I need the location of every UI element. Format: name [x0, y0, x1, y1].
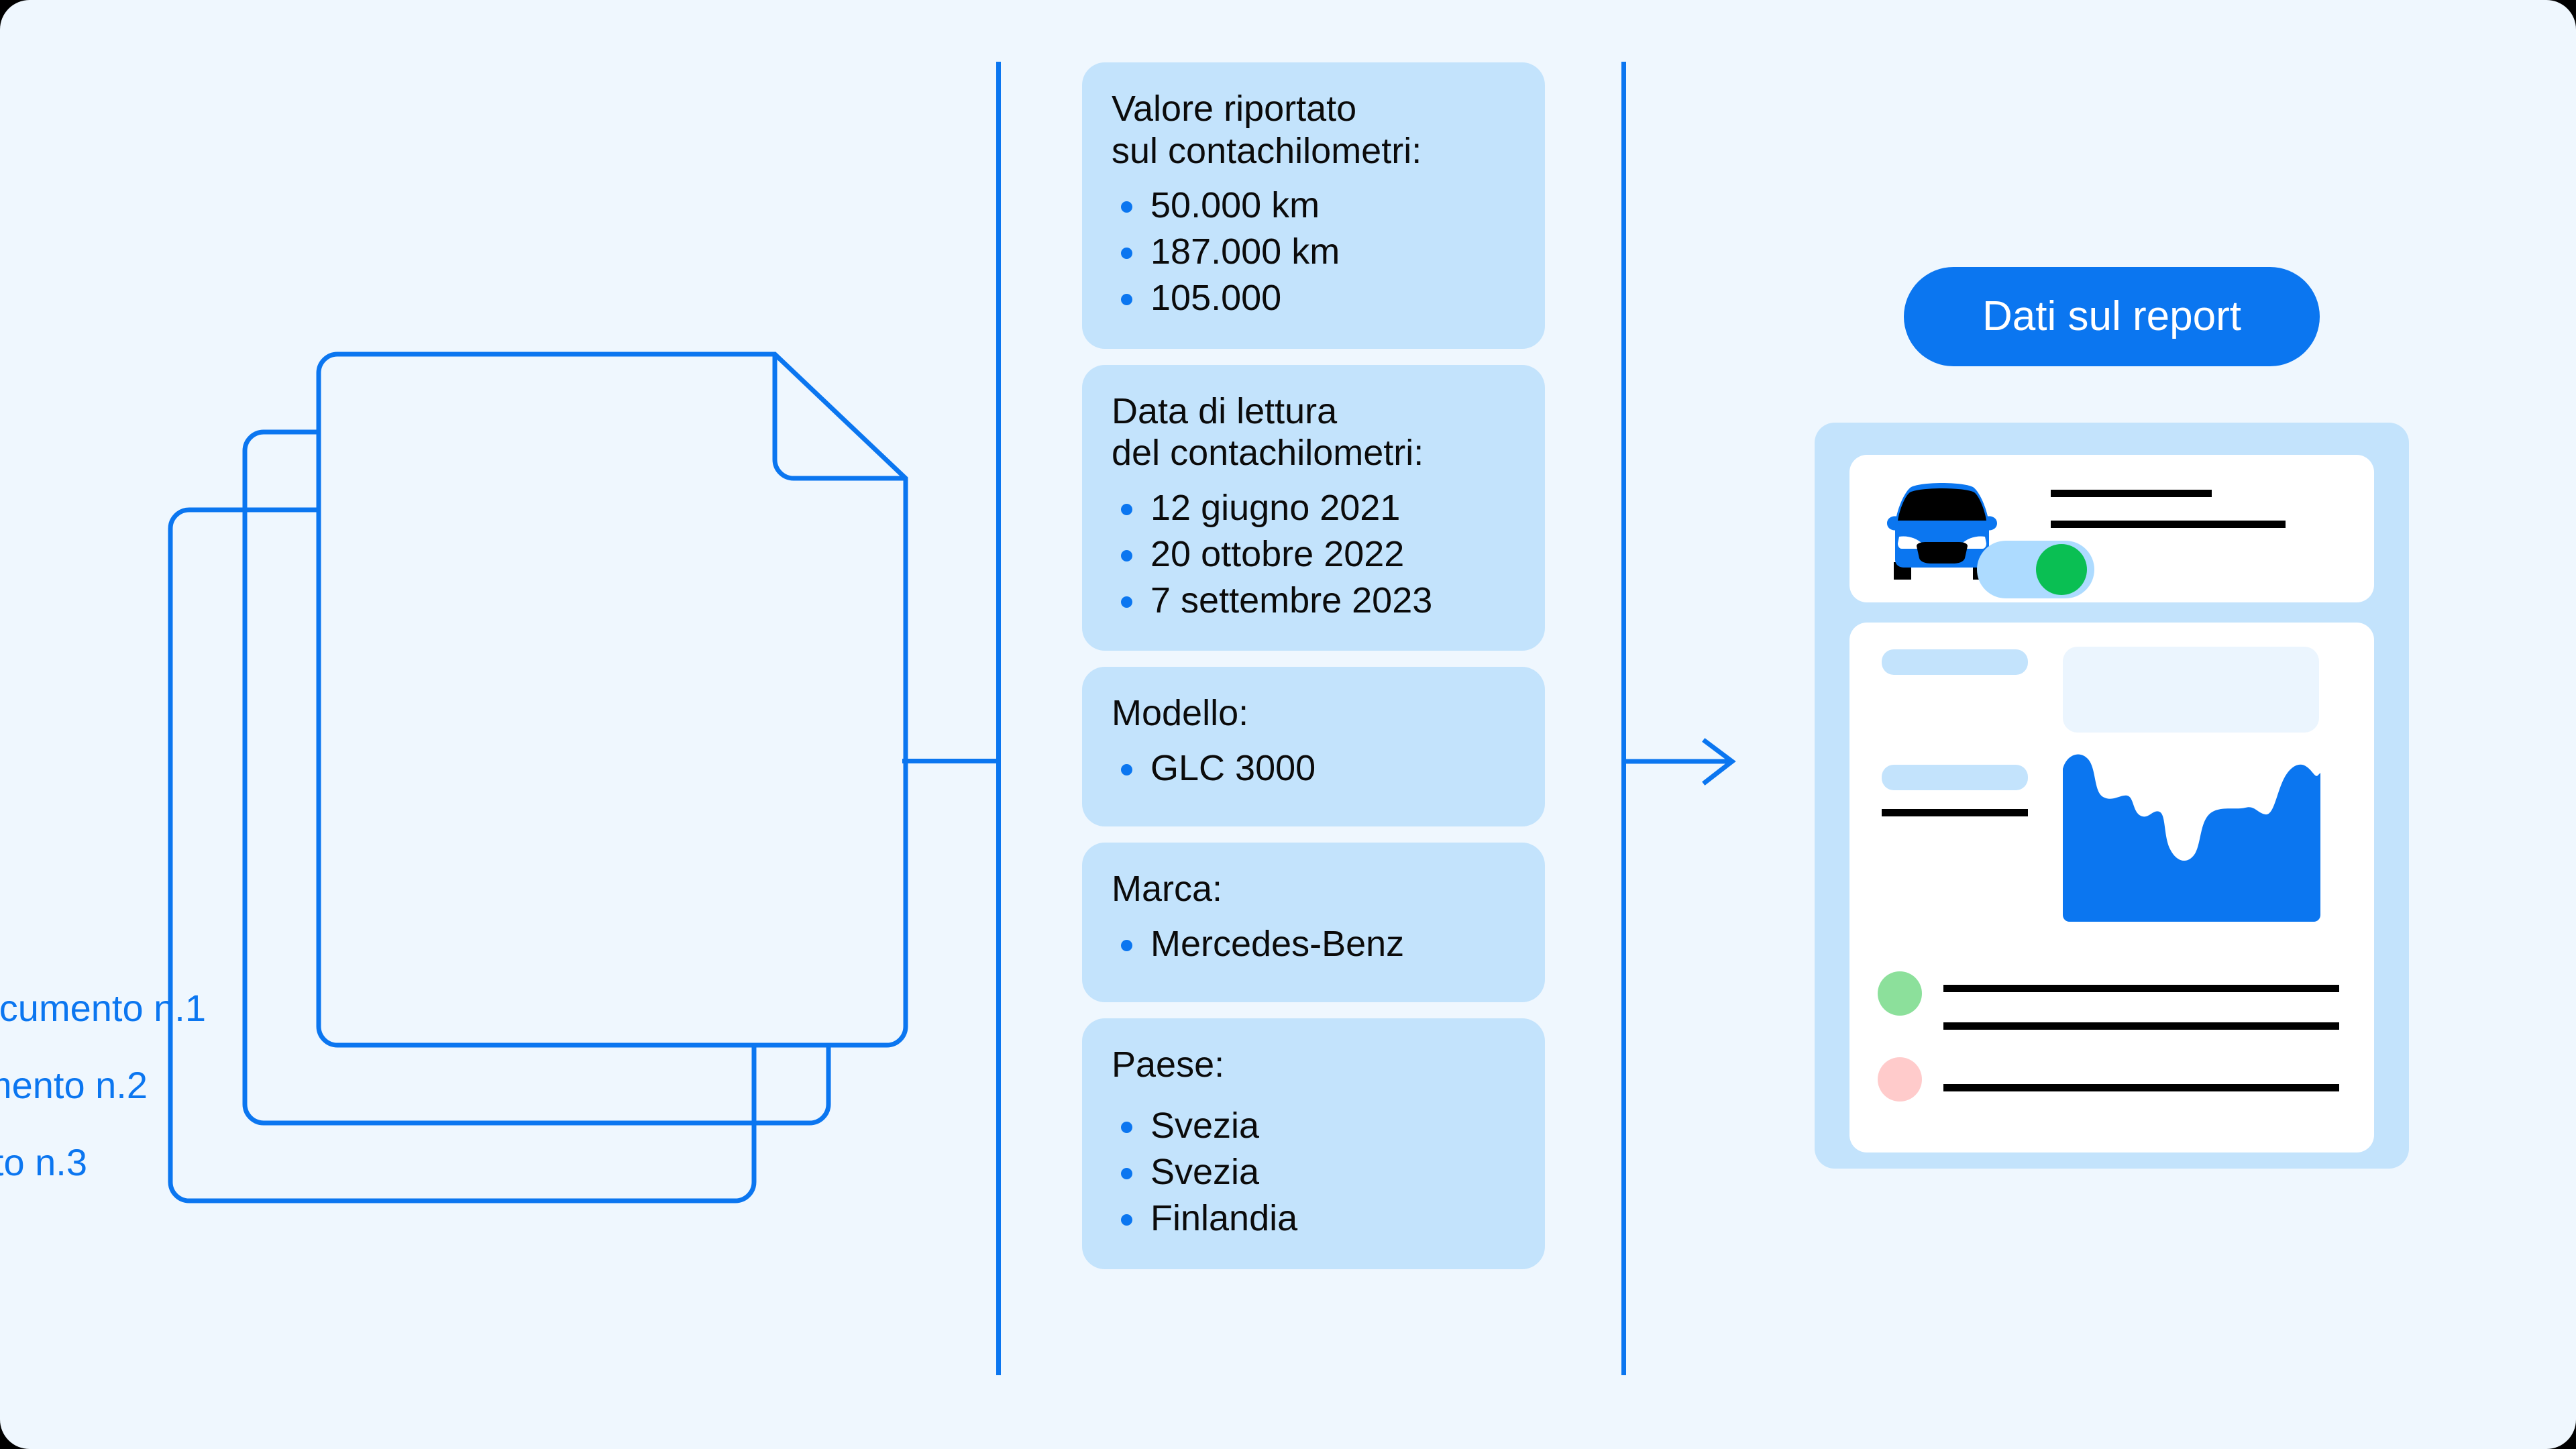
- right-vertical-divider: [1621, 62, 1626, 1375]
- area-chart-icon: [2063, 754, 2320, 922]
- car-front-icon: [1887, 483, 1997, 580]
- field-card-brand: Marca: Mercedes-Benz: [1082, 842, 1545, 1002]
- field-card-values: 50.000 km 187.000 km 105.000: [1112, 182, 1515, 321]
- document-3-label: Documento n.3: [0, 1141, 87, 1183]
- placeholder-line: [1943, 985, 2339, 992]
- toggle-switch-on[interactable]: [1977, 541, 2094, 598]
- placeholder-line: [1882, 809, 2028, 816]
- list-item: 187.000 km: [1112, 229, 1515, 275]
- list-item: 12 giugno 2021: [1112, 485, 1515, 531]
- list-item: 7 settembre 2023: [1112, 578, 1515, 624]
- placeholder-pill: [1882, 765, 2028, 790]
- placeholder-line: [1943, 1084, 2339, 1091]
- field-card-title: Paese:: [1112, 1044, 1225, 1085]
- document-1-shape: [316, 352, 908, 1048]
- extracted-fields-column: Valore riportato sul contachilometri: 50…: [1082, 62, 1545, 1285]
- field-card-title: Data di lettura del contachilometri:: [1112, 390, 1424, 474]
- placeholder-line: [2051, 521, 2286, 528]
- green-status-dot: [1878, 971, 1922, 1016]
- field-card-values: Svezia Svezia Finlandia: [1112, 1103, 1515, 1242]
- report-details-card: [1849, 623, 2374, 1152]
- list-item: Finlandia: [1112, 1195, 1515, 1242]
- field-card-title: Marca:: [1112, 868, 1223, 909]
- field-card-title: Valore riportato sul contachilometri:: [1112, 89, 1422, 171]
- field-card-values: 12 giugno 2021 20 ottobre 2022 7 settemb…: [1112, 485, 1515, 624]
- placeholder-line: [2051, 490, 2212, 497]
- placeholder-block: [2063, 647, 2319, 733]
- field-card-model: Modello: GLC 3000: [1082, 667, 1545, 826]
- list-item: 105.000: [1112, 275, 1515, 321]
- left-vertical-divider: [996, 62, 1001, 1375]
- list-item: Svezia: [1112, 1149, 1515, 1195]
- document-fold-icon: [772, 354, 906, 481]
- list-item: 50.000 km: [1112, 182, 1515, 229]
- report-title-label: Dati sul report: [1982, 293, 2241, 339]
- arrow-right-icon: [1623, 738, 1736, 786]
- document-stack: Documento n.1 Documento n.2 Documento n.…: [0, 0, 939, 1449]
- placeholder-pill: [1882, 649, 2028, 675]
- placeholder-line: [1943, 1022, 2339, 1030]
- field-card-reading-date: Data di lettura del contachilometri: 12 …: [1082, 364, 1545, 651]
- list-item: Mercedes-Benz: [1112, 921, 1515, 967]
- document-1-label: Documento n.1: [0, 987, 206, 1029]
- list-item: Svezia: [1112, 1103, 1515, 1149]
- field-card-values: Mercedes-Benz: [1112, 921, 1515, 967]
- pink-status-dot: [1878, 1057, 1922, 1102]
- field-card-title: Modello:: [1112, 693, 1249, 734]
- field-card-odometer-value: Valore riportato sul contachilometri: 50…: [1082, 62, 1545, 349]
- report-title-pill[interactable]: Dati sul report: [1904, 267, 2320, 366]
- document-stack-outlines: [168, 352, 908, 1203]
- list-item: GLC 3000: [1112, 745, 1515, 792]
- list-item: 20 ottobre 2022: [1112, 531, 1515, 578]
- field-card-country: Paese: Svezia Svezia Finlandia: [1082, 1018, 1545, 1269]
- document-to-fields-connector: [902, 759, 999, 763]
- document-2-label: Documento n.2: [0, 1064, 148, 1106]
- report-vehicle-card: [1849, 455, 2374, 602]
- field-card-values: GLC 3000: [1112, 745, 1515, 792]
- toggle-knob: [2036, 544, 2087, 595]
